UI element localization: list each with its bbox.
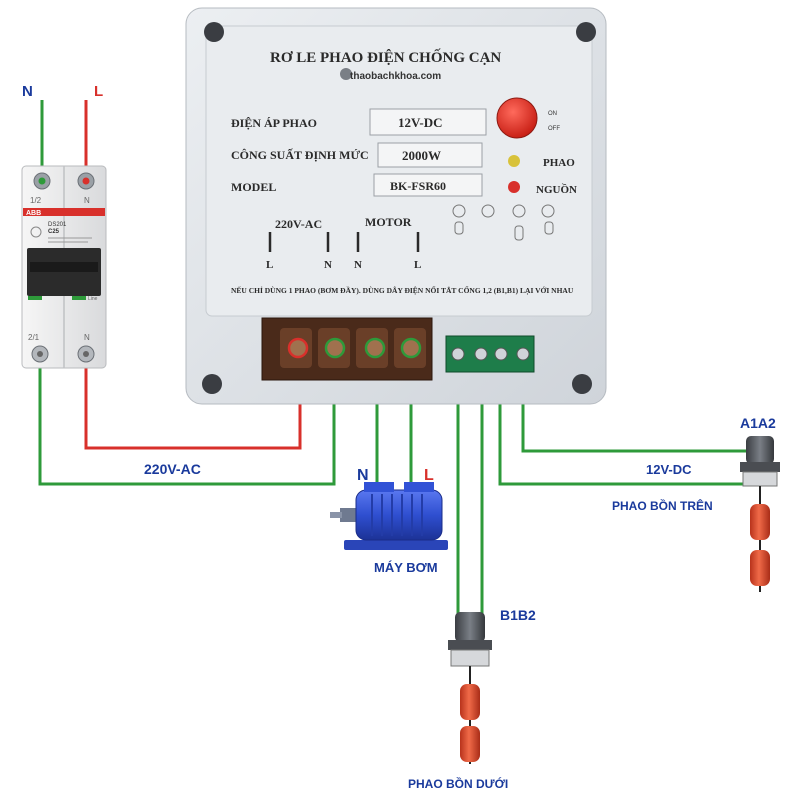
- mount-hole-br: [572, 374, 592, 394]
- spec-label-voltage: ĐIỆN ÁP PHAO: [231, 116, 317, 130]
- button-on-text: ON: [548, 111, 557, 117]
- terminal-ac-l: [287, 337, 309, 359]
- breaker-term-top-right: N: [84, 196, 90, 205]
- breaker-term-top-left: 1/2: [30, 196, 42, 205]
- relay-note: NẾU CHỈ DÙNG 1 PHAO (BƠM ĐẦY). DÙNG DÂY …: [231, 285, 574, 295]
- breaker-brand-band: [23, 208, 105, 216]
- terminal-motor-n: [364, 337, 386, 359]
- float-terminal-block: [445, 335, 535, 373]
- breaker-brand-logo: ABB: [26, 210, 41, 217]
- spec-rows: ĐIỆN ÁP PHAO 12V-DC CÔNG SUẤT ĐỊNH MỨC 2…: [231, 108, 487, 197]
- float-relay-controller: RƠ LE PHAO ĐIỆN CHỐNG CẠN thaobachkhoa.c…: [185, 7, 607, 405]
- spec-value-model: BK-FSR60: [390, 179, 446, 193]
- pump-motor: [330, 482, 448, 550]
- float-supply-label: 12V-DC: [646, 462, 692, 477]
- breaker-term-bottom-left: 2/1: [28, 333, 40, 342]
- brand-logo-icon: [340, 68, 352, 80]
- relay-term-n2: N: [354, 259, 362, 271]
- lower-float-code: B1B2: [500, 607, 536, 623]
- relay-website: thaobachkhoa.com: [350, 71, 441, 82]
- ac-section-label: 220V-AC: [275, 217, 322, 231]
- upper-float-label: PHAO BỒN TRÊN: [612, 498, 713, 513]
- power-terminal-block: [261, 317, 433, 381]
- breaker-term-bottom-right: N: [84, 333, 90, 342]
- relay-term-n1: N: [324, 259, 332, 271]
- supply-voltage-label: 220V-AC: [144, 461, 201, 477]
- breaker-rating: C25: [48, 229, 60, 235]
- mount-hole-bl: [202, 374, 222, 394]
- pump-label: MÁY BƠM: [374, 560, 438, 575]
- spec-label-model: MODEL: [231, 180, 276, 194]
- lower-float-label: PHAO BỒN DƯỚI: [408, 776, 508, 791]
- lower-float-switch: [448, 612, 492, 764]
- mount-hole-tr: [576, 22, 596, 42]
- breaker-toggle-text: Line: [88, 296, 98, 302]
- lower-float-ball-1: [460, 684, 480, 720]
- button-off-text: OFF: [548, 126, 560, 132]
- power-led: [508, 181, 520, 193]
- float-symbols-icon: [452, 204, 555, 241]
- spec-value-voltage: 12V-DC: [398, 115, 443, 130]
- terminal-ac-n: [324, 337, 346, 359]
- terminal-a1: [494, 347, 508, 361]
- circuit-breaker: N L 1/2 N ABB DS201 C25 Line 2/1 N: [21, 83, 107, 369]
- spec-label-power: CÔNG SUẤT ĐỊNH MỨC: [231, 147, 369, 162]
- breaker-l-label: L: [94, 83, 103, 100]
- relay-term-l1: L: [266, 259, 273, 271]
- upper-float-ball-2: [750, 550, 770, 586]
- relay-title: RƠ LE PHAO ĐIỆN CHỐNG CẠN: [270, 48, 501, 66]
- neutral-supply-wire: [38, 356, 336, 486]
- power-led-label: NGUỒN: [536, 183, 577, 196]
- breaker-n-label: N: [22, 83, 33, 100]
- float-led-label: PHAO: [543, 157, 575, 169]
- terminal-b2: [474, 347, 488, 361]
- motor-l-label: L: [424, 467, 434, 484]
- upper-float-code: A1A2: [740, 415, 776, 431]
- spec-value-power: 2000W: [402, 148, 441, 163]
- relay-term-l2: L: [414, 259, 421, 271]
- motor-n-label: N: [357, 467, 369, 484]
- power-button[interactable]: [496, 97, 538, 139]
- terminal-b1: [451, 347, 465, 361]
- breaker-model: DS201: [48, 222, 67, 228]
- motor-section-label: MOTOR: [365, 215, 412, 229]
- terminal-a2: [516, 347, 530, 361]
- lower-float-ball-2: [460, 726, 480, 762]
- terminal-motor-l: [400, 337, 422, 359]
- mount-hole-tl: [204, 22, 224, 42]
- float-led: [508, 155, 520, 167]
- upper-float-switch: [740, 436, 780, 592]
- upper-float-ball-1: [750, 504, 770, 540]
